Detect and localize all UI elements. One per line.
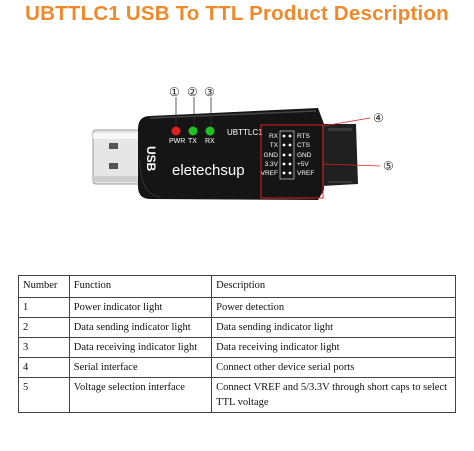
row-function: Data sending indicator light [68, 317, 213, 338]
table-row: 3 Data receiving indicator light Data re… [18, 337, 456, 358]
header-number: Number [18, 275, 70, 298]
header-description: Description [211, 275, 456, 298]
pwr-label: PWR [169, 138, 185, 145]
row-function: Data receiving indicator light [68, 337, 213, 358]
table-row: 4 Serial interface Connect other device … [18, 357, 456, 378]
callout-5: ⑤ [383, 159, 394, 173]
callout-3: ③ [204, 85, 215, 99]
table-row: 2 Data sending indicator light Data send… [18, 317, 456, 338]
pin-left-vref: VREF [261, 170, 278, 177]
row-function: Power indicator light [68, 297, 213, 318]
pin-left-gnd: GND [264, 152, 279, 159]
callout-4: ④ [373, 111, 384, 125]
row-description: Connect VREF and 5/3.3V through short ca… [211, 377, 456, 413]
tx-led [188, 126, 198, 136]
ribbon-connector [322, 124, 358, 186]
row-number: 2 [18, 317, 70, 338]
callout-1: ① [169, 85, 180, 99]
tx-label: TX [188, 138, 197, 145]
usb-plug [92, 129, 152, 185]
row-description: Connect other device serial ports [211, 357, 456, 378]
row-function: Serial interface [68, 357, 213, 378]
pin-right-gnd: GND [297, 152, 312, 159]
rx-led [205, 126, 215, 136]
header-function: Function [68, 275, 213, 298]
pin-left-3v3: 3.3V [265, 161, 279, 168]
row-number: 4 [18, 357, 70, 378]
pin-right-vref: VREF [297, 170, 314, 177]
row-description: Data receiving indicator light [211, 337, 456, 358]
table-row: 1 Power indicator light Power detection [18, 297, 456, 318]
pin-right-rts: RTS [297, 133, 311, 140]
row-description: Data sending indicator light [211, 317, 456, 338]
table-row: 5 Voltage selection interface Connect VR… [18, 377, 456, 413]
device-body [138, 108, 324, 200]
row-description: Power detection [211, 297, 456, 318]
row-number: 5 [18, 377, 70, 413]
model-label: UBTTLC1 [227, 128, 263, 137]
table-header-row: Number Function Description [18, 275, 456, 298]
pin-right-cts: CTS [297, 142, 311, 149]
description-table-wrapper: Number Function Description 1 Power indi… [18, 275, 456, 413]
page-title: UBTTLC1 USB To TTL Product Description [25, 2, 449, 25]
pwr-led [171, 126, 181, 136]
pin-left-tx: TX [270, 142, 279, 149]
row-number: 3 [18, 337, 70, 358]
rx-label: RX [205, 138, 215, 145]
row-function: Voltage selection interface [68, 377, 213, 413]
pin-right-5v: +5V [297, 161, 309, 168]
description-table: Number Function Description 1 Power indi… [18, 275, 456, 413]
pin-left-rx: RX [269, 133, 279, 140]
usb-label: USB [144, 146, 158, 172]
callout-2: ② [187, 85, 198, 99]
pin-highlight-box [260, 124, 324, 199]
brand-label: eletechsup [172, 162, 245, 179]
row-number: 1 [18, 297, 70, 318]
product-illustration: USB PWR TX RX UBTTLC1 eletechsup RX TX G… [92, 85, 394, 200]
pin-header [279, 130, 295, 180]
